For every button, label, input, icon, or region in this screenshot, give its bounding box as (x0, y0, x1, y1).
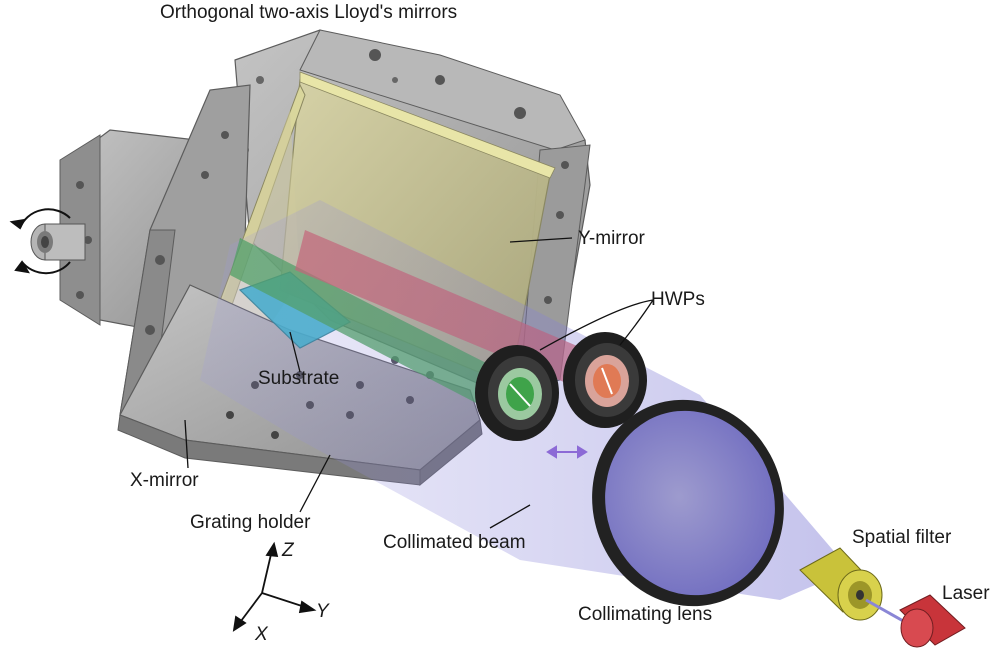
label-collimating-lens: Collimating lens (578, 604, 712, 625)
label-grating-holder: Grating holder (190, 512, 311, 533)
y-mirror-edge (299, 71, 556, 179)
hwp-left (475, 345, 559, 441)
polarization-arrow-icon (546, 445, 588, 459)
laser-beam (865, 598, 906, 624)
axis-label-z: Z (281, 540, 295, 561)
diagram-title: Orthogonal two-axis Lloyd's mirrors (160, 2, 457, 23)
rotation-arrow-icon (9, 208, 71, 275)
hwp-right (563, 332, 647, 428)
label-hwps: HWPs (651, 289, 705, 310)
collimating-lens (592, 399, 784, 607)
label-y-mirror: Y-mirror (578, 228, 646, 249)
axis-label-x: X (254, 624, 269, 645)
axis-label-y: Y (316, 601, 330, 622)
label-x-mirror: X-mirror (130, 470, 199, 491)
label-substrate: Substrate (258, 368, 339, 389)
spatial-filter (799, 547, 883, 621)
label-spatial-filter: Spatial filter (852, 527, 952, 548)
label-collimated-beam: Collimated beam (383, 532, 526, 553)
label-laser: Laser (942, 583, 990, 604)
laser (899, 594, 966, 648)
leader-lines (184, 237, 654, 529)
axis-triad (232, 541, 317, 632)
